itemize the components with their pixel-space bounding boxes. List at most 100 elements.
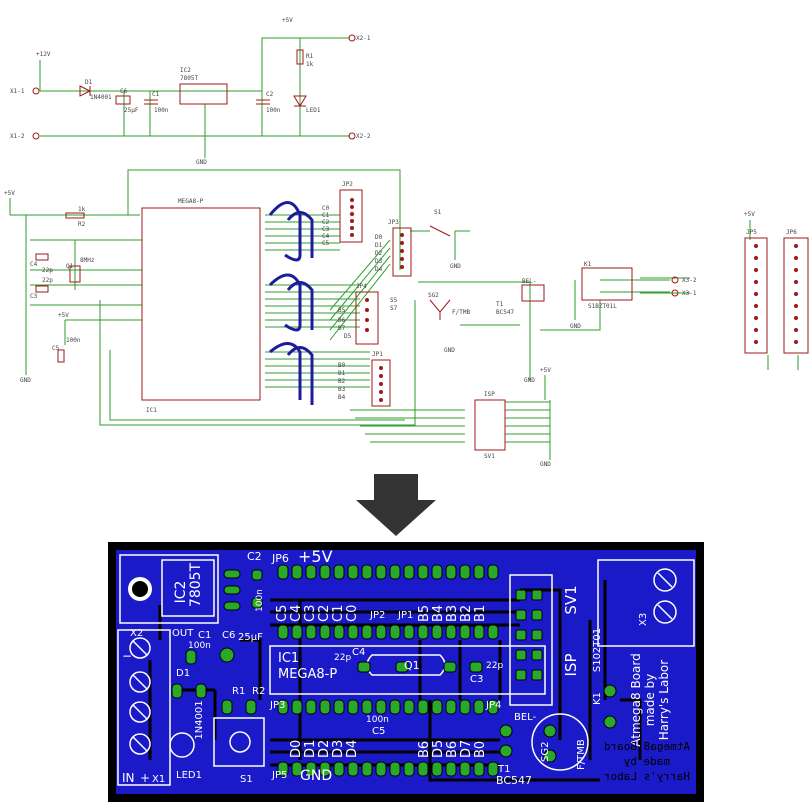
schematic-labels: X1-1 X1-2 X2-1 X2-2 +12V +5V +5V +5V +5V… (4, 17, 797, 468)
pcb-title-line-1: Atmega8 Board (629, 653, 643, 746)
part-k1-value: S1BZT01L (588, 303, 617, 310)
pcb-d-row-2: D2 (317, 740, 332, 758)
pcb-b-top-4: B1 (473, 605, 488, 622)
pcb-mirrored-title-2: made by (623, 755, 670, 768)
part-sv1: SV1 (484, 453, 495, 460)
jp4-pin-3: D5 (344, 333, 352, 340)
pcb-c-row-4: C1 (331, 605, 346, 622)
part-jp4: JP4 (356, 283, 367, 290)
part-sg2: SG2 (428, 292, 439, 299)
pcb-x3: X3 (638, 613, 649, 626)
pcb-ic2: IC2 (173, 581, 189, 604)
pcb-mcu: MEGA8-P (278, 667, 337, 682)
schematic (9, 34, 809, 460)
pad-array (171, 564, 617, 777)
part-bel: BEL- (522, 278, 536, 285)
pcb-c5-value: 100n (366, 715, 389, 725)
pcb-d1-value: 1N4001 (194, 700, 205, 739)
pcb-board: C2 JP6 +5V 7805T IC2 100n X2 OUT C1 100n… (108, 542, 704, 802)
net-label-5v-right: +5V (744, 211, 755, 218)
jp5-pin-1: S7 (390, 305, 398, 312)
pcb-t1: T1 (497, 764, 510, 775)
pcb-s1: S1 (240, 774, 253, 785)
part-r1-value: 1k (306, 61, 314, 68)
pcb-r1: R1 (232, 686, 245, 697)
jp1-pin-4: B4 (338, 394, 346, 401)
part-r2: R2 (78, 221, 86, 228)
jp3-pin-3: D3 (375, 258, 383, 265)
part-q1: Q1 (66, 263, 74, 270)
pcb-title-line-2: made by (643, 674, 657, 727)
pcb-mirrored-title-3: Harry's Labor (604, 770, 690, 783)
pcb-c6: C6 (222, 630, 235, 641)
pcb-c3-value: 22p (486, 661, 503, 671)
pcb-c-row-5: C0 (345, 605, 360, 622)
net-label-gnd-4: GND (444, 347, 455, 354)
jp2-pin-2: C2 (322, 219, 330, 226)
pcb-minus: − (122, 649, 132, 663)
net-label-12v: +12V (36, 51, 51, 58)
jp2-pin-4: C4 (322, 233, 330, 240)
pcb-x2: X2 (130, 628, 143, 639)
jp2-pin-5: C5 (322, 240, 330, 247)
pcb-jp1: JP1 (397, 610, 413, 621)
pcb-jp6: JP6 (271, 552, 289, 565)
part-ic2: IC2 (180, 67, 191, 74)
net-label-5v-top: +5V (282, 17, 293, 24)
pcb-k1-value: S102T01 (592, 628, 603, 672)
jp2-pin-0: C0 (322, 205, 330, 212)
net-label-x3-2: X3-2 (682, 277, 697, 284)
pcb-title-line-3: Harry's Labor (657, 660, 671, 740)
pcb-b-top-3: B2 (459, 605, 474, 622)
pcb-b-bot-3: D7 (459, 740, 474, 758)
pcb-c-row-2: C3 (303, 605, 318, 622)
part-d1: D1 (85, 79, 93, 86)
jp1-pin-2: B2 (338, 378, 346, 385)
pcb-out: OUT (172, 628, 194, 639)
part-c1-value: 100n (154, 107, 169, 114)
pcb-c5: C5 (372, 726, 385, 737)
pcb-jp5: JP5 (271, 770, 287, 781)
pcb-ic2-value: 7805T (188, 562, 204, 607)
pcb-c6-value: 25µF (238, 632, 263, 643)
pcb-jp4: JP4 (485, 700, 501, 711)
part-isp: ISP (484, 391, 495, 398)
pcb-c1: C1 (198, 630, 211, 641)
part-c5-value: 100n (66, 337, 81, 344)
part-c5: C5 (52, 345, 60, 352)
net-label-x2-1: X2-1 (356, 35, 371, 42)
part-c1: C1 (152, 91, 160, 98)
jp3-pin-4: D4 (375, 266, 383, 273)
jp4-pin-1: B6 (338, 317, 346, 324)
jp2-pin-3: C3 (322, 226, 330, 233)
part-t1-value: BC547 (496, 309, 514, 316)
part-jp1: JP1 (372, 351, 383, 358)
jp3-pin-2: D2 (375, 250, 383, 257)
down-arrow-icon (356, 474, 436, 536)
pcb-c3: C3 (470, 674, 483, 685)
pcb-sg2-value: F/TMB (576, 739, 587, 770)
pcb-c-row-1: C4 (289, 605, 304, 622)
part-c6-value: 25µF (124, 107, 139, 114)
net-label-gnd-5: GND (524, 377, 535, 384)
jp5-pin-0: S5 (390, 297, 398, 304)
pcb-r2: R2 (252, 686, 265, 697)
net-label-x1-2: X1-2 (10, 133, 25, 140)
pcb-jp3: JP3 (269, 700, 285, 711)
pcb-d1: D1 (176, 668, 190, 679)
pcb-100n-c2: 100n (255, 589, 265, 612)
part-jp5: JP5 (746, 229, 757, 236)
part-r2-value: 1k (78, 206, 86, 213)
pcb-c1-value: 100n (188, 641, 211, 651)
jp3-pin-0: D0 (375, 234, 383, 241)
part-c6: C6 (120, 88, 128, 95)
pcb-d-row-1: D1 (303, 740, 318, 758)
pcb-b-top-1: B4 (431, 605, 446, 622)
part-c2-value: 100n (266, 107, 281, 114)
pcb-c2: C2 (247, 550, 262, 563)
net-label-5v-mid: +5V (58, 312, 69, 319)
pcb-plus5v: +5V (298, 547, 333, 566)
jp3-pin-1: D1 (375, 242, 383, 249)
